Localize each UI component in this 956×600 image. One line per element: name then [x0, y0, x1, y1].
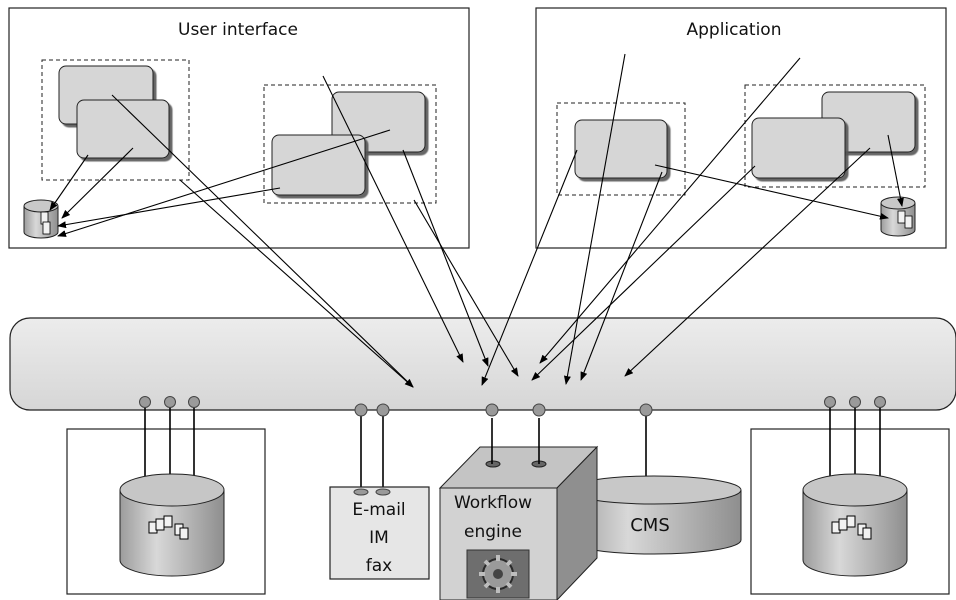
user-interface-panel: User interface	[8, 7, 470, 249]
messaging-label-im: IM	[369, 528, 389, 548]
connector-right-3	[874, 396, 886, 408]
messaging-label-email: E-mail	[352, 500, 405, 520]
workflow-label-line1: Workflow	[454, 493, 532, 513]
messaging-component: E-mail IM fax	[329, 403, 430, 580]
connector-messaging-2	[376, 403, 390, 417]
connector-left-3	[188, 396, 200, 408]
ui-window-front	[76, 99, 170, 159]
cms-component: CMS	[566, 403, 742, 555]
ui-window-right-front	[271, 134, 366, 196]
connector-left-1	[139, 396, 151, 408]
application-title: Application	[687, 20, 782, 40]
integration-bus	[9, 317, 956, 411]
messaging-label-fax: fax	[366, 556, 392, 576]
gear-icon	[466, 549, 530, 599]
workflow-label-line2: engine	[464, 522, 522, 542]
connection-arrows	[49, 53, 904, 388]
app-window-left	[574, 119, 668, 179]
right-data-store	[750, 396, 950, 595]
connector-right-1	[824, 396, 836, 408]
connector-cms	[639, 403, 653, 417]
connector-right-2	[849, 396, 861, 408]
connector-workflow-1	[485, 403, 499, 417]
connector-left-2	[164, 396, 176, 408]
connector-workflow-2	[532, 403, 546, 417]
application-panel: Application	[535, 7, 947, 249]
workflow-engine-component: Workflow engine	[438, 403, 599, 600]
app-local-store-icon	[880, 196, 916, 237]
user-interface-title: User interface	[178, 20, 298, 40]
app-window-right-front	[751, 117, 846, 179]
connector-messaging-1	[354, 403, 368, 417]
left-data-store	[66, 396, 266, 595]
cms-label: CMS	[630, 515, 670, 536]
